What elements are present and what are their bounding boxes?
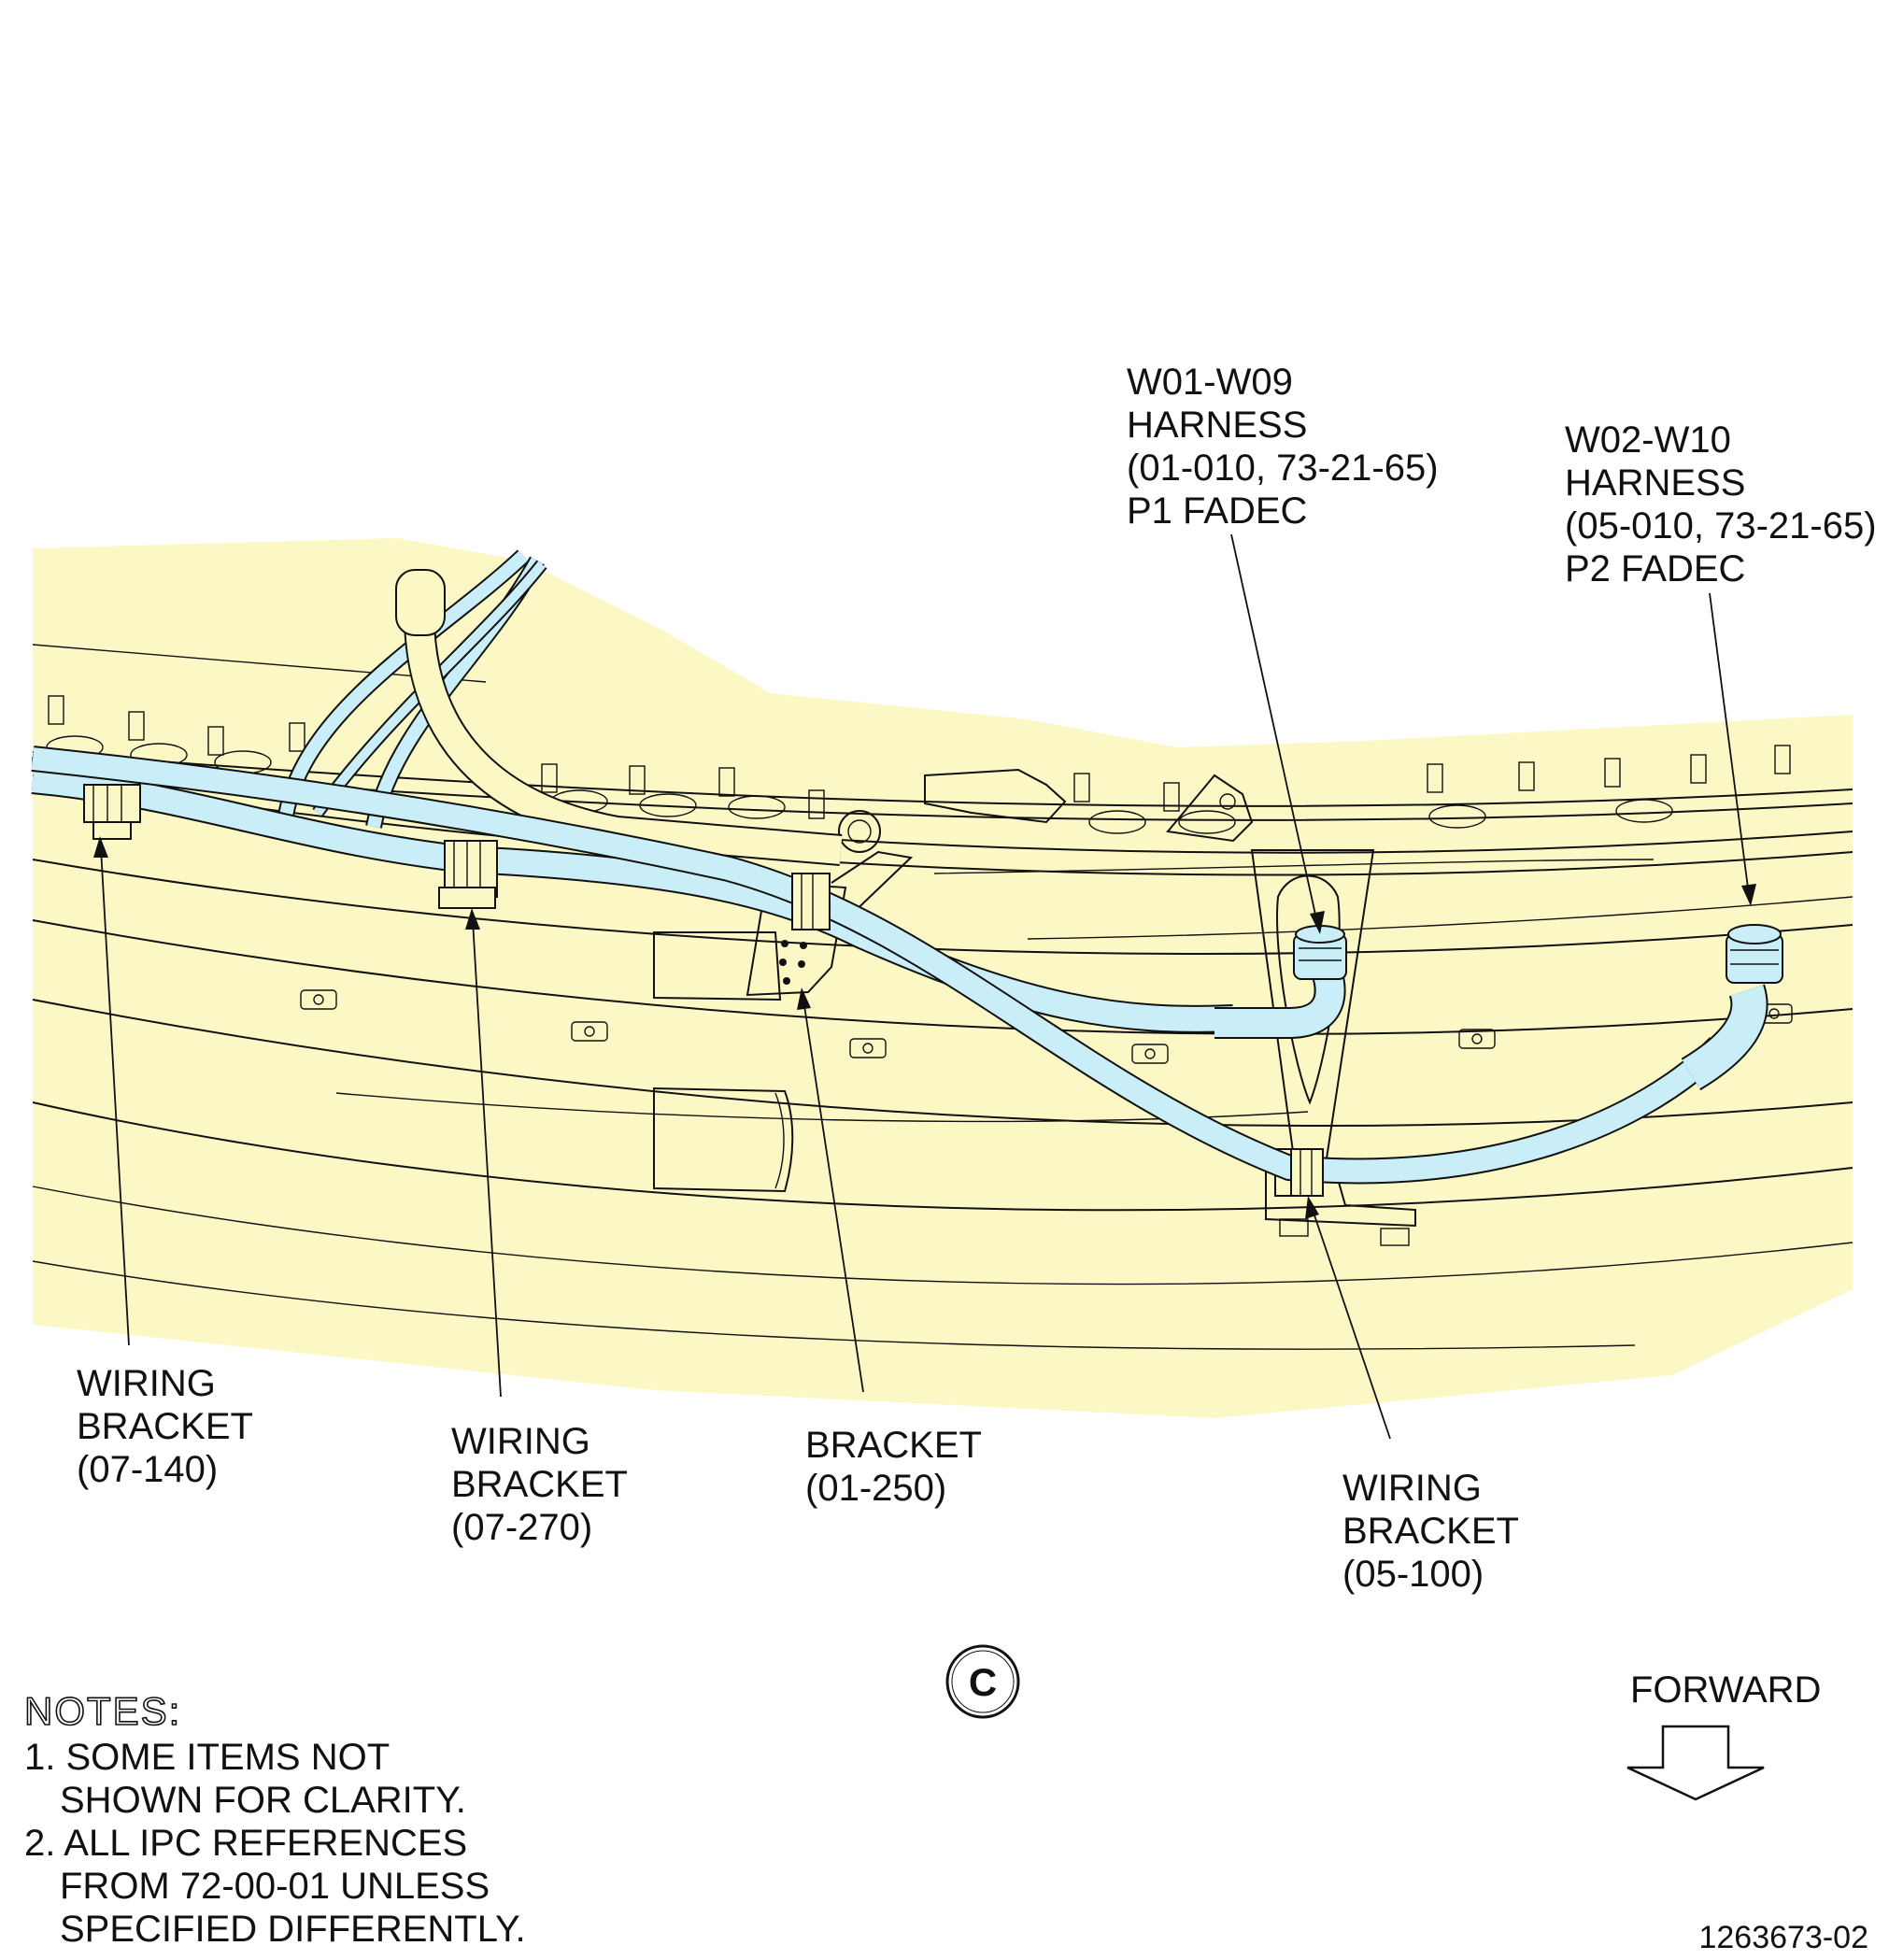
callout-07-270-line1: WIRING bbox=[451, 1421, 590, 1462]
note-2-line3: SPECIFIED DIFFERENTLY. bbox=[60, 1909, 526, 1950]
callout-bracket-07-140: WIRING BRACKET (07-140) bbox=[77, 1363, 253, 1490]
callout-w01-harness: W01-W09 HARNESS (01-010, 73-21-65) P1 FA… bbox=[1127, 362, 1439, 532]
callout-w01-line4: P1 FADEC bbox=[1127, 490, 1307, 532]
callout-07-140-line3: (07-140) bbox=[77, 1449, 218, 1490]
callout-bracket-01-250: BRACKET (01-250) bbox=[805, 1425, 982, 1509]
forward-label: FORWARD bbox=[1630, 1669, 1821, 1711]
callout-w01-line3: (01-010, 73-21-65) bbox=[1127, 447, 1439, 489]
notes-title: NOTES: bbox=[24, 1689, 181, 1733]
forward-indicator: FORWARD bbox=[1626, 1669, 1821, 1801]
callout-05-100-line2: BRACKET bbox=[1342, 1511, 1519, 1552]
view-label-letter: C bbox=[969, 1660, 997, 1704]
callout-05-100-line3: (05-100) bbox=[1342, 1554, 1484, 1595]
callout-w01-line2: HARNESS bbox=[1127, 405, 1307, 446]
connector-p2 bbox=[1726, 924, 1783, 984]
harness-routing bbox=[31, 549, 1768, 1185]
note-1-line2: SHOWN FOR CLARITY. bbox=[60, 1780, 466, 1821]
view-label: C bbox=[945, 1644, 1020, 1719]
note-2-line1: 2. ALL IPC REFERENCES bbox=[24, 1823, 467, 1864]
callout-07-270-line2: BRACKET bbox=[451, 1464, 628, 1505]
callout-01-250-line2: (01-250) bbox=[805, 1468, 946, 1509]
callout-07-270-line3: (07-270) bbox=[451, 1507, 592, 1548]
callout-bracket-07-270: WIRING BRACKET (07-270) bbox=[451, 1421, 628, 1548]
callout-01-250-line1: BRACKET bbox=[805, 1425, 982, 1466]
callout-05-100-line1: WIRING bbox=[1342, 1468, 1482, 1509]
callout-w02-harness: W02-W10 HARNESS (05-010, 73-21-65) P2 FA… bbox=[1565, 419, 1877, 589]
callout-bracket-05-100: WIRING BRACKET (05-100) bbox=[1342, 1468, 1519, 1595]
callout-w02-line1: W02-W10 bbox=[1565, 419, 1731, 461]
mounting-pads bbox=[300, 989, 1793, 1064]
leader-lines bbox=[93, 533, 1756, 1440]
callout-w01-line1: W01-W09 bbox=[1127, 362, 1293, 403]
callout-07-140-line2: BRACKET bbox=[77, 1406, 253, 1447]
note-2-line2: FROM 72-00-01 UNLESS bbox=[60, 1866, 490, 1907]
callout-w02-line4: P2 FADEC bbox=[1565, 548, 1745, 589]
callout-07-140-line1: WIRING bbox=[77, 1363, 216, 1404]
note-1-line1: 1. SOME ITEMS NOT bbox=[24, 1737, 390, 1778]
figure-id: 1263673-02 bbox=[1698, 1920, 1868, 1955]
clamps bbox=[83, 784, 1324, 1197]
callout-w02-line2: HARNESS bbox=[1565, 462, 1745, 504]
cover-plates bbox=[653, 931, 794, 1193]
callout-w02-line3: (05-010, 73-21-65) bbox=[1565, 505, 1877, 547]
arrow-right-icon bbox=[1626, 1725, 1765, 1801]
notes-block: NOTES: 1. SOME ITEMS NOT SHOWN FOR CLARI… bbox=[23, 1688, 526, 1950]
